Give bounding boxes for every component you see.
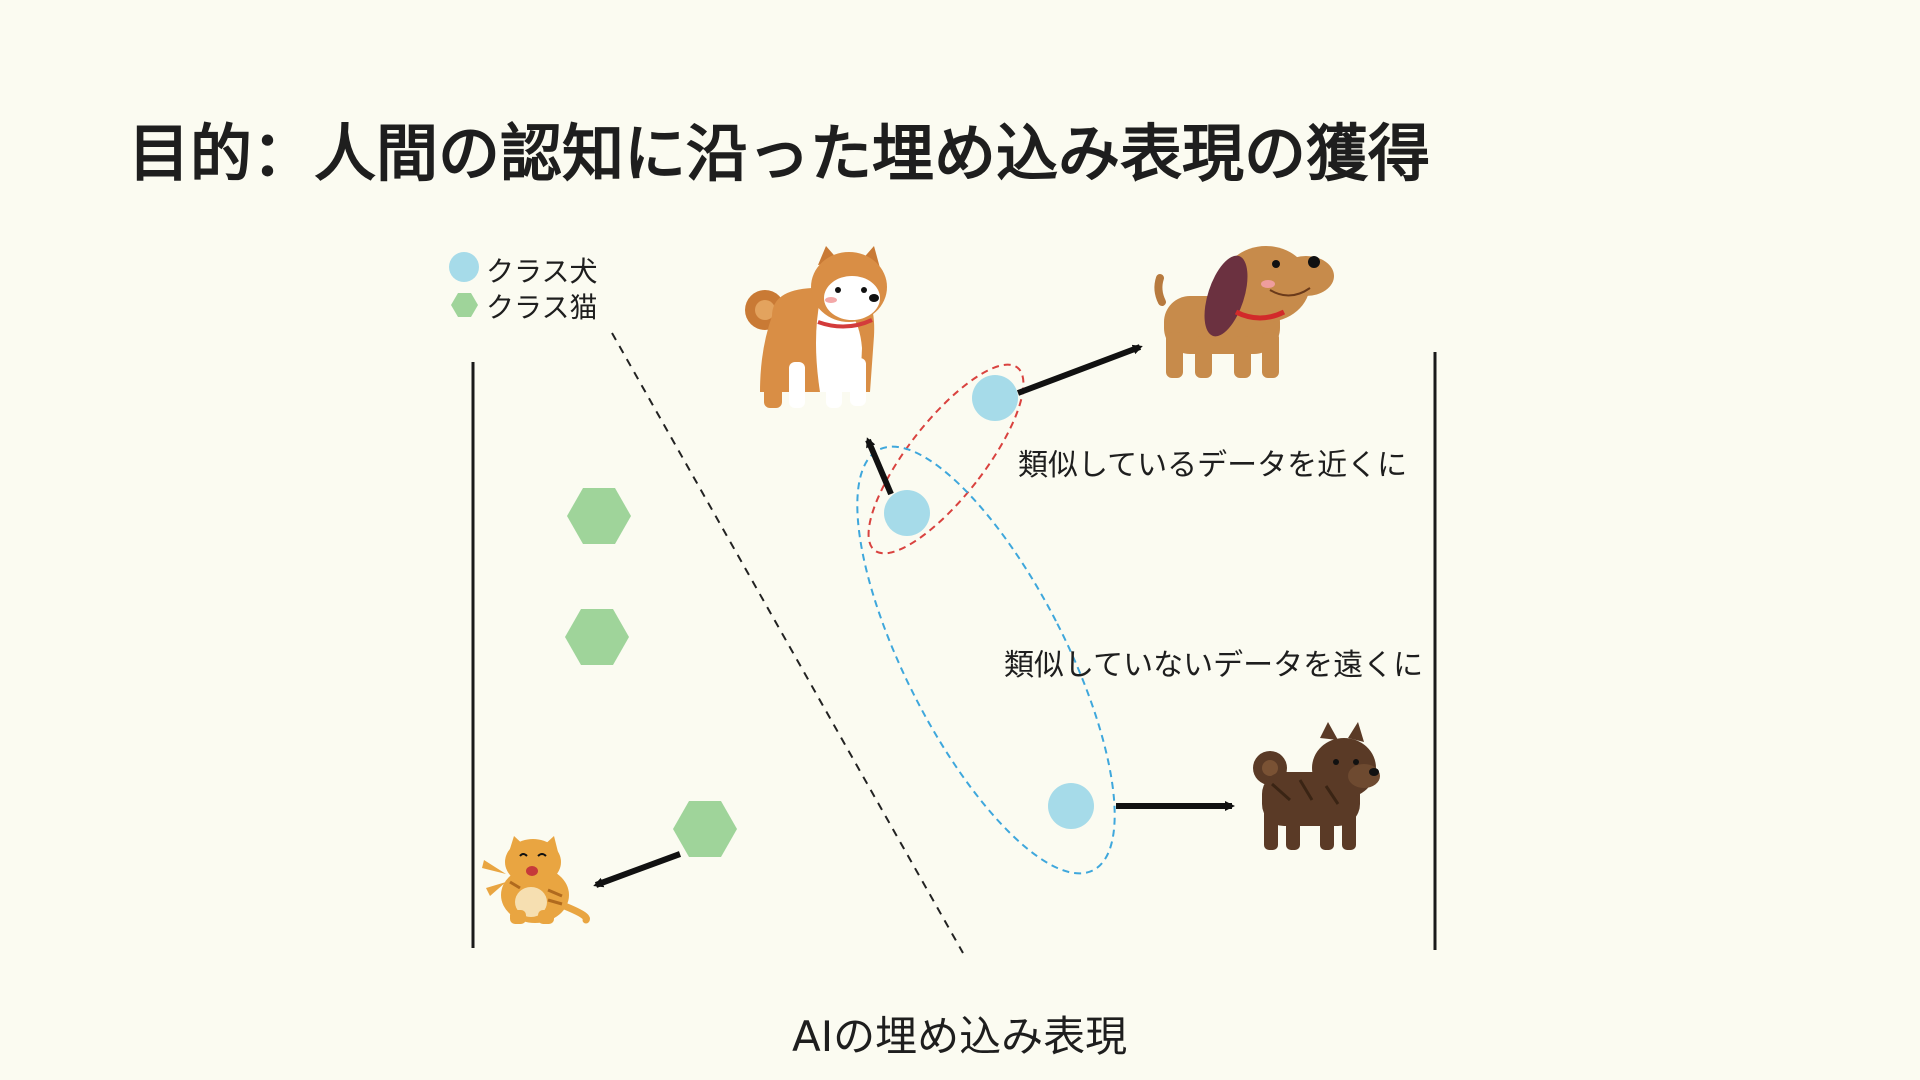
- legend-dog-marker: [449, 252, 479, 282]
- dog-point: [972, 375, 1018, 421]
- cat-point: [673, 801, 737, 857]
- floppy-ear-dog-icon: [1154, 246, 1334, 378]
- shiba-dog-icon: [745, 246, 887, 408]
- near-annotation: 類似しているデータを近くに: [1018, 448, 1408, 483]
- cat-point: [567, 488, 631, 544]
- dog-point: [1048, 783, 1094, 829]
- legend-cat-marker: [451, 293, 478, 317]
- far-group-ellipse: [856, 445, 1116, 875]
- arrow-to-floppy-dog: [1016, 344, 1143, 396]
- arrow-to-shiba: [865, 437, 894, 496]
- arrow-to-cat: [593, 851, 682, 888]
- slide-title: 目的：人間の認知に沿った埋め込み表現の獲得: [128, 117, 1431, 190]
- dog-point: [884, 490, 930, 536]
- cat-point: [565, 609, 629, 665]
- legend-dog-label: クラス犬: [486, 255, 598, 288]
- legend-cat-label: クラス猫: [486, 291, 598, 324]
- far-annotation: 類似していないデータを遠くに: [1004, 648, 1424, 683]
- brindle-dog-icon: [1253, 722, 1380, 850]
- cat-icon: [482, 836, 590, 924]
- near-group-ellipse: [867, 363, 1025, 555]
- diagram-caption: AIの埋め込み表現: [792, 1012, 1128, 1061]
